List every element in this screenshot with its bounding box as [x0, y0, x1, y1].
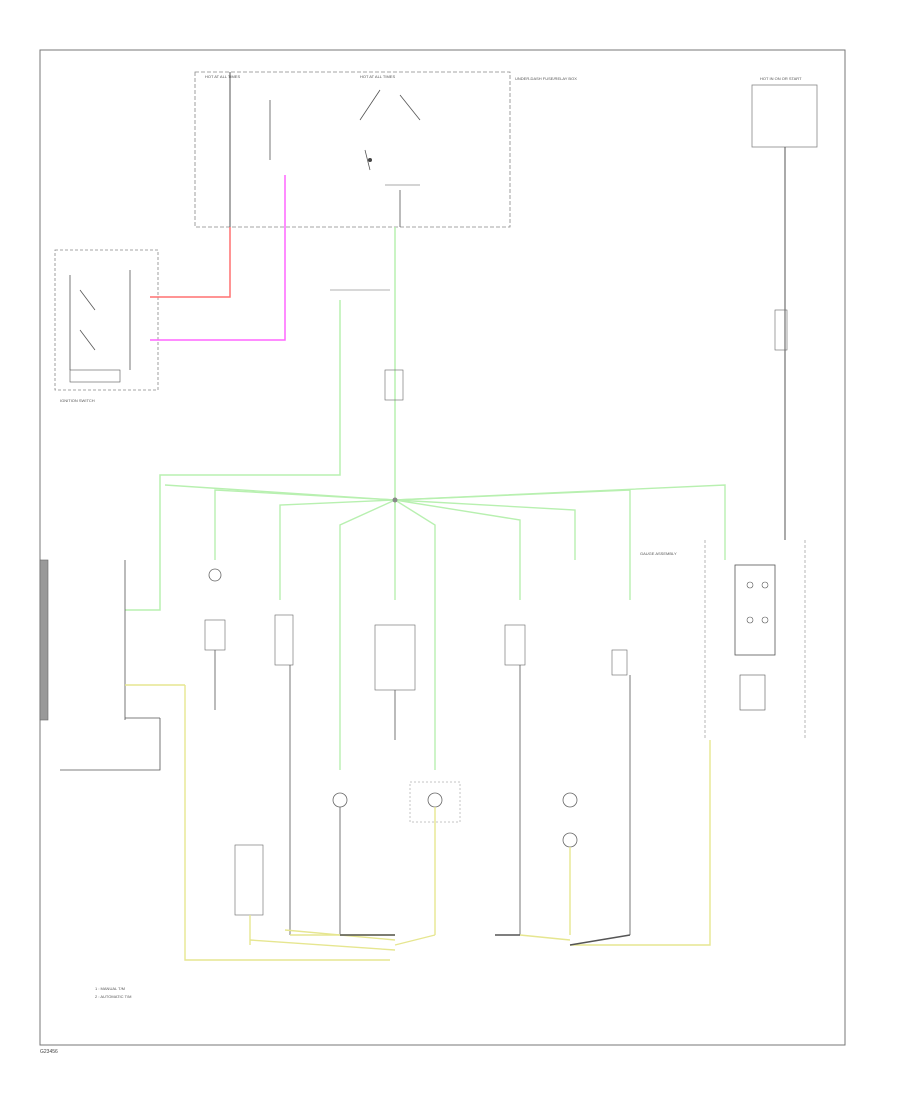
legend-manual: 1 : MANUAL T/M	[95, 986, 125, 991]
wire-pink	[150, 175, 286, 341]
diagram-frame	[39, 49, 846, 1046]
gauge-assembly-label: GAUGE ASSEMBLY	[640, 551, 677, 556]
fuse-box-title: UNDER-DASH FUSE/RELAY BOX	[515, 76, 577, 81]
gauge-assembly: GAUGE ASSEMBLY	[570, 540, 806, 946]
lower-indicators	[234, 781, 578, 935]
left-connector	[39, 559, 185, 771]
legend-automatic: 2 : AUTOMATIC T/M	[95, 994, 131, 999]
fuse-box-label-right: HOT AT ALL TIMES	[360, 74, 395, 79]
right-fuse-box: HOT IN ON OR START	[751, 76, 818, 540]
under-dash-fuse-box: HOT AT ALL TIMES HOT AT ALL TIMES UNDER-…	[194, 71, 577, 228]
fuse-box-label-left: HOT AT ALL TIMES	[205, 74, 240, 79]
corner-stamp: G23456	[40, 1049, 58, 1055]
component-column-5	[611, 649, 631, 935]
ignition-switch: IGNITION SWITCH	[54, 249, 159, 403]
component-column-3	[374, 624, 416, 740]
wire-red	[150, 227, 231, 298]
right-fuse-label: HOT IN ON OR START	[760, 76, 802, 81]
ignition-switch-label: IGNITION SWITCH	[60, 398, 95, 403]
component-column-1	[204, 568, 226, 710]
splice-distribution	[164, 484, 726, 770]
bottom-ground-bus	[184, 685, 631, 961]
component-column-4	[504, 624, 526, 935]
component-column-2	[274, 614, 294, 935]
